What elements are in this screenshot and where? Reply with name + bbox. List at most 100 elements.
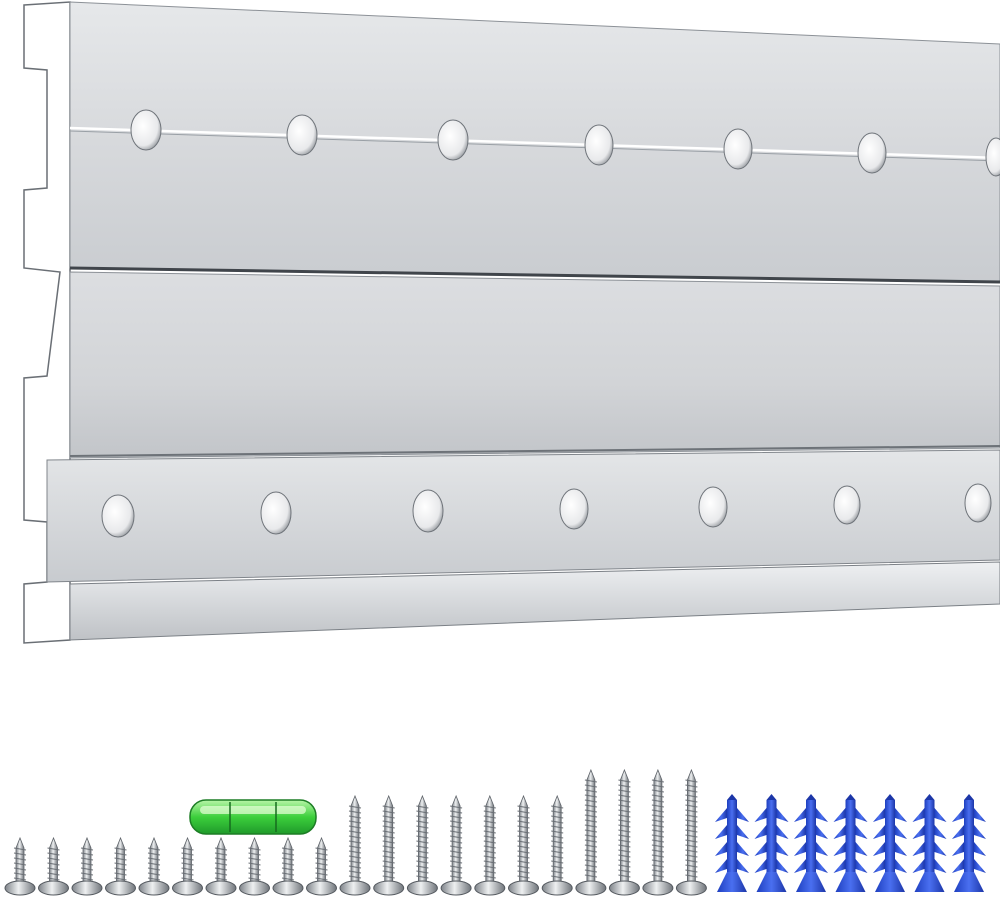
- screw-thread: [517, 850, 530, 854]
- screw-thread: [517, 870, 530, 874]
- rail-bottom-lip: [69, 561, 1000, 641]
- screw-thread: [483, 875, 496, 879]
- anchor-collar: [717, 872, 747, 892]
- screw-thread: [584, 844, 597, 848]
- mounting-hole: [130, 109, 162, 151]
- screw-thread: [517, 815, 530, 819]
- screw: [575, 768, 607, 896]
- screw-thread: [450, 875, 463, 879]
- screw-head: [440, 880, 472, 896]
- screw-thread: [47, 877, 60, 881]
- screw-thread: [315, 857, 328, 861]
- anchor-fin: [974, 859, 986, 873]
- anchor-fin: [776, 825, 789, 839]
- screw-thread: [483, 830, 496, 834]
- screw-thread: [551, 855, 564, 859]
- screw-thread: [685, 839, 698, 843]
- screw-thread: [450, 870, 463, 874]
- screw-thread: [483, 850, 496, 854]
- screw-thread: [618, 829, 631, 833]
- anchor-fin: [855, 825, 868, 839]
- anchor-fin: [833, 808, 846, 822]
- wall-anchor: [912, 794, 947, 892]
- screw-thread: [517, 835, 530, 839]
- screw-thread: [618, 824, 631, 828]
- screw-thread: [416, 810, 429, 814]
- screw-thread: [315, 862, 328, 866]
- screw-thread: [47, 857, 60, 861]
- screw-thread: [348, 875, 362, 879]
- screw-thread: [382, 805, 395, 809]
- screw-thread: [181, 862, 194, 866]
- screw-thread: [618, 794, 631, 798]
- anchor-fin: [737, 808, 749, 822]
- screw: [675, 768, 707, 896]
- screw-thread: [416, 815, 429, 819]
- anchor-fin: [952, 808, 964, 822]
- screw-thread: [483, 855, 496, 859]
- mounting-hole: [412, 489, 444, 533]
- upper-groove-shadow: [69, 130, 1000, 162]
- screw-thread: [551, 860, 564, 864]
- screw: [105, 836, 136, 896]
- anchor-fin: [776, 808, 789, 822]
- screw-thread: [483, 865, 496, 869]
- screw-shank: [183, 836, 192, 883]
- anchor-fin: [912, 808, 925, 822]
- cleat-seam: [69, 266, 1000, 284]
- mounting-hole: [964, 483, 992, 523]
- anchor-fin: [833, 825, 846, 839]
- anchor-body: [924, 800, 935, 880]
- screw-thread: [517, 865, 530, 869]
- screw-thread: [416, 840, 429, 844]
- screw-thread: [651, 829, 664, 833]
- anchor-fin: [794, 808, 806, 822]
- anchor-tip: [766, 794, 777, 800]
- screw-thread: [181, 847, 194, 851]
- screw-shank: [418, 794, 427, 883]
- screw-thread: [13, 862, 27, 866]
- screw: [205, 836, 237, 896]
- screw-thread: [416, 875, 429, 879]
- anchor-fin: [974, 825, 986, 839]
- screw-thread: [551, 850, 564, 854]
- screw-thread: [551, 870, 564, 874]
- anchor-fin: [912, 859, 925, 873]
- screw: [239, 836, 270, 896]
- screw-thread: [315, 867, 328, 871]
- screw-head: [406, 880, 438, 896]
- screw-thread: [584, 784, 597, 788]
- screw-thread: [80, 872, 94, 876]
- screw-thread: [13, 857, 27, 861]
- screw: [608, 768, 640, 896]
- anchor-collar: [875, 872, 905, 892]
- screw-thread: [685, 864, 698, 868]
- screw-thread: [584, 824, 597, 828]
- screw-thread: [147, 867, 161, 871]
- screw-thread: [584, 804, 597, 808]
- screw-thread: [651, 854, 664, 858]
- screw-thread: [281, 872, 295, 876]
- screw-thread: [348, 865, 362, 869]
- anchor-fin: [912, 842, 925, 856]
- screw-thread: [114, 847, 127, 851]
- screw-thread: [13, 847, 27, 851]
- french-cleat-rail: [23, 1, 1000, 644]
- anchor-fin: [912, 825, 925, 839]
- screw-thread: [80, 877, 94, 881]
- screw-thread: [13, 867, 27, 871]
- mounting-hole: [286, 114, 318, 156]
- anchor-fin: [737, 825, 749, 839]
- screw: [339, 794, 371, 896]
- anchor-fin: [855, 859, 868, 873]
- screw-thread: [248, 857, 261, 861]
- screw-thread: [181, 852, 194, 856]
- wall-anchor: [873, 794, 907, 892]
- screw: [4, 836, 36, 896]
- level-shine: [200, 806, 306, 814]
- screw-thread: [450, 855, 463, 859]
- screw-thread: [281, 847, 295, 851]
- screw-thread: [248, 862, 261, 866]
- anchor-fin: [873, 842, 885, 856]
- mounting-hole: [857, 132, 887, 174]
